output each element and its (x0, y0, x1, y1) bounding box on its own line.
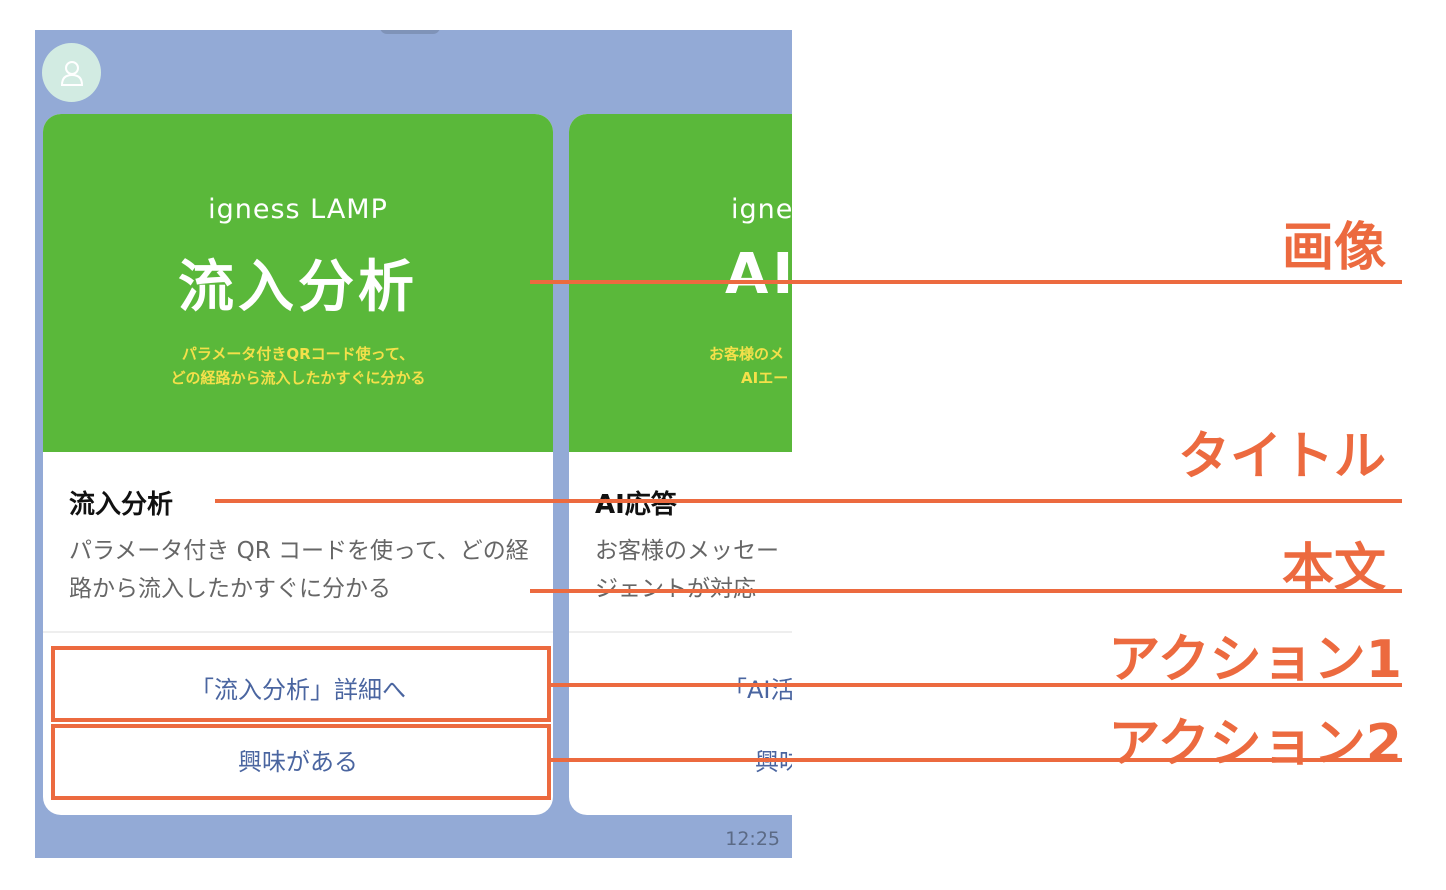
title-label: タイトル (1177, 427, 1386, 487)
card-title: 流入分析 (69, 490, 174, 520)
image-pointer-line (530, 280, 1402, 284)
image-sub-line: AIエー (741, 369, 789, 387)
action-button-2[interactable]: 興味がある (238, 748, 358, 776)
card-title: AI応答 (595, 490, 677, 520)
action2-label: アクション2 (1108, 714, 1402, 774)
action1-pointer-line (550, 683, 1402, 687)
image-heading: 流入分析 (178, 255, 418, 320)
image-sub-line: どの経路から流入したかすぐに分かる (170, 369, 426, 387)
image-heading: AI (725, 242, 792, 307)
divider (569, 631, 792, 633)
image-sub-line: パラメータ付きQRコード使って、 (181, 345, 415, 363)
body-pointer-line (530, 589, 1402, 593)
card-body: お客様のメッセージェントが対応 (595, 538, 779, 602)
image-label: 画像 (1281, 218, 1386, 278)
action-button-1[interactable]: 「流入分析」詳細へ (190, 676, 406, 704)
timestamp: 12:25 (725, 828, 780, 850)
image-subtext: お客様のメ AIエー (709, 342, 792, 390)
card-body: パラメータ付き QR コードを使って、どの経路から流入したかすぐに分かる (69, 538, 529, 602)
title-pointer-line (215, 499, 1402, 503)
action-button-1[interactable]: 「AI活 (723, 676, 792, 704)
action1-highlight-box (51, 646, 551, 722)
action2-pointer-line (550, 758, 1402, 762)
avatar[interactable] (42, 43, 101, 102)
image-subtext: パラメータ付きQRコード使って、どの経路から流入したかすぐに分かる (43, 342, 553, 390)
image-brand: igne (731, 194, 792, 225)
image-brand: igness LAMP (208, 194, 388, 225)
chat-area: igness LAMP 流入分析 パラメータ付きQRコード使って、どの経路から流… (35, 30, 792, 858)
action1-label: アクション1 (1108, 630, 1402, 690)
user-icon (60, 60, 83, 86)
carousel-card: igne AI お客様のメ AIエー AI応答 お客様のメッセージェントが対応 「… (569, 114, 792, 815)
action2-highlight-box (51, 724, 551, 800)
scroll-handle[interactable] (380, 30, 440, 34)
action-button-2[interactable]: 興味 (755, 748, 792, 776)
image-sub-line: お客様のメ (709, 345, 785, 363)
card-image[interactable]: igness LAMP 流入分析 パラメータ付きQRコード使って、どの経路から流… (43, 114, 553, 452)
carousel-card: igness LAMP 流入分析 パラメータ付きQRコード使って、どの経路から流… (43, 114, 553, 815)
divider (43, 631, 553, 633)
body-label: 本文 (1281, 539, 1386, 599)
